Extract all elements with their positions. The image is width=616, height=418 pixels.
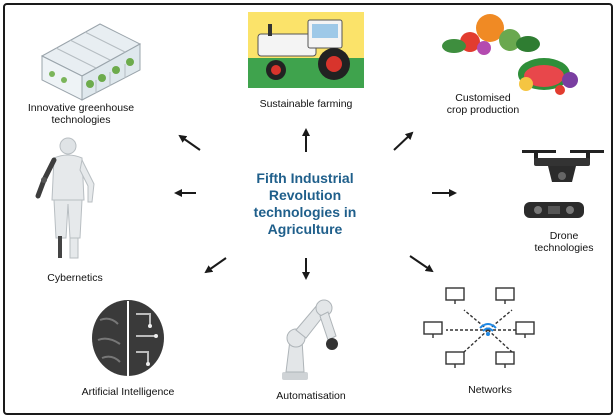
ai-label: Artificial Intelligence: [81, 386, 175, 398]
cybernetics-label: Cybernetics: [47, 272, 103, 284]
crops-label-line2: crop production: [446, 104, 520, 116]
drone-icon: [522, 150, 604, 218]
crops-label: Customised crop production: [428, 92, 538, 116]
arrow-to-ai: [204, 257, 227, 274]
arrow-to-crops: [393, 131, 414, 151]
arrow-to-networks: [409, 255, 434, 273]
drone-label-line1: Drone: [549, 230, 579, 242]
automation-label: Automatisation: [276, 390, 346, 402]
drone-label: Drone technologies: [524, 230, 604, 254]
center-title: Fifth Industrial Revolution technologies…: [253, 170, 357, 237]
greenhouse-label: Innovative greenhouse technologies: [16, 102, 146, 126]
arrow-to-greenhouse: [178, 134, 201, 151]
arrows: [174, 128, 457, 280]
greenhouse-label-line1: Innovative greenhouse: [27, 102, 135, 114]
greenhouse-icon: [40, 23, 142, 101]
cyborg-icon: [35, 137, 95, 259]
robot-arm-icon: [282, 299, 338, 380]
produce-icon: [442, 14, 578, 95]
networks-label: Networks: [468, 384, 512, 396]
drone-label-line2: technologies: [534, 242, 594, 254]
network-icon: [423, 287, 535, 368]
sustainable-label: Sustainable farming: [259, 98, 353, 110]
greenhouse-label-line2: technologies: [51, 114, 111, 126]
tractor-icon: [248, 12, 364, 88]
crops-label-line1: Customised: [455, 92, 511, 104]
brain-icon: [92, 300, 164, 376]
